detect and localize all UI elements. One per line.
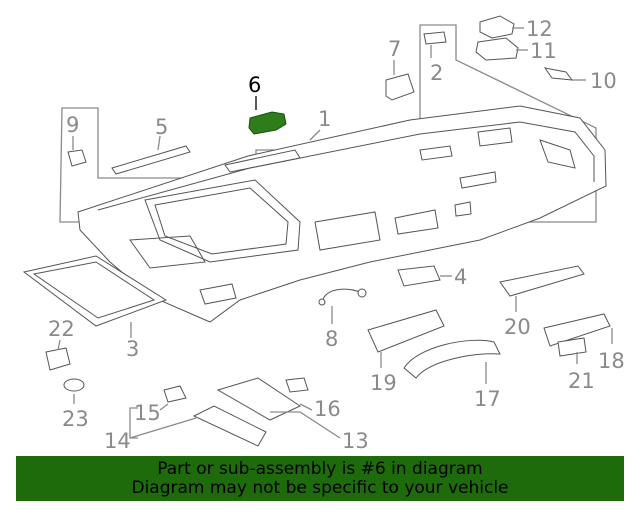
part-10-clip <box>543 67 574 81</box>
part-16-clip <box>285 377 309 393</box>
part-18-handle <box>543 313 611 347</box>
callout-1: 1 <box>318 107 331 131</box>
callout-17: 17 <box>474 387 501 411</box>
callout-23: 23 <box>62 407 89 431</box>
leader-lines <box>57 27 613 439</box>
callout-19: 19 <box>370 371 397 395</box>
callout-10: 10 <box>590 69 617 93</box>
part-3-panel <box>22 255 168 327</box>
part-21-clip <box>557 337 587 357</box>
part-4-bracket <box>397 265 441 287</box>
banner-line-2: Diagram may not be specific to your vehi… <box>131 478 509 498</box>
assembly-boundary <box>59 24 597 223</box>
callout-3: 3 <box>126 337 139 361</box>
callout-7: 7 <box>388 37 401 61</box>
part-13-visor <box>216 377 302 421</box>
part-15-clip <box>163 385 187 403</box>
callout-6: 6 <box>248 73 261 97</box>
part-22-clip <box>45 347 71 371</box>
callout-20: 20 <box>504 315 531 339</box>
part-17-handle <box>403 339 501 379</box>
notice-banner: Part or sub-assembly is #6 in diagram Di… <box>16 456 624 501</box>
part-7-bracket <box>385 73 415 101</box>
part-9-clip <box>67 149 87 167</box>
callout-9: 9 <box>66 113 79 137</box>
part-8-wire <box>321 288 361 303</box>
callout-18: 18 <box>598 349 625 373</box>
part-19-bracket <box>367 309 445 353</box>
part-23-plug <box>63 378 85 392</box>
part-12-clip <box>479 15 515 39</box>
callout-21: 21 <box>568 369 595 393</box>
banner-line-1: Part or sub-assembly is #6 in diagram <box>157 459 483 479</box>
part-5-strip <box>111 145 191 175</box>
callout-22: 22 <box>48 317 75 341</box>
callout-8: 8 <box>325 327 338 351</box>
part-6-highlighted <box>248 111 287 135</box>
part-14-visor <box>192 405 267 447</box>
callout-12: 12 <box>526 17 553 41</box>
callout-11: 11 <box>530 39 557 63</box>
part-11-lamp <box>475 37 519 61</box>
callout-13: 13 <box>342 429 369 453</box>
part-2-pad <box>423 31 447 45</box>
callout-15: 15 <box>134 401 161 425</box>
callout-5: 5 <box>155 115 168 139</box>
callout-2: 2 <box>430 61 443 85</box>
callout-4: 4 <box>454 265 467 289</box>
callout-14: 14 <box>104 429 131 453</box>
callout-16: 16 <box>314 397 341 421</box>
part-20-rail <box>499 265 585 297</box>
headliner-panel <box>77 105 607 323</box>
